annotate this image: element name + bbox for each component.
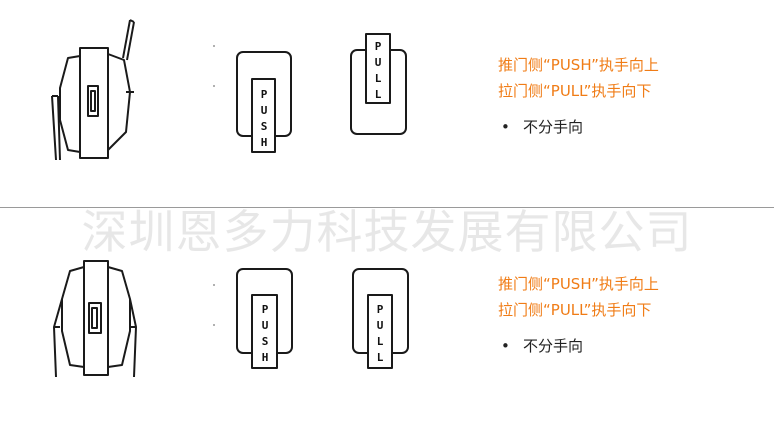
bullet-item: • 不分手向 — [501, 336, 583, 356]
lock-side-view — [51, 19, 135, 161]
dot — [213, 324, 215, 326]
pull-letter: P — [377, 303, 384, 316]
pull-letter: L — [375, 72, 382, 85]
push-letter: S — [261, 120, 268, 133]
push-letter: S — [262, 335, 269, 348]
pull-plate-drawing — [352, 268, 409, 369]
bullet-item: • 不分手向 — [501, 117, 583, 137]
pull-plate-text: P U L L — [377, 303, 384, 364]
lock-diagram-bottom: P U S H P U L L — [53, 260, 409, 378]
bullet-icon: • — [501, 118, 510, 136]
lock-diagram-top: P U S H P U L L — [51, 19, 407, 161]
push-letter: H — [261, 136, 268, 149]
push-letter: U — [261, 104, 268, 117]
panel-bottom: P U S H P U L L 推门侧“PUSH”执手向上 拉门侧“PULL”执… — [0, 219, 774, 437]
lock-front-view — [53, 260, 137, 378]
push-plate-text: P U S H — [262, 303, 269, 364]
pull-letter: U — [375, 56, 382, 69]
pull-letter: L — [377, 335, 384, 348]
push-letter: H — [262, 351, 269, 364]
panel-top: P U S H P U L L 推门侧“PUSH”执手向上 拉门侧“PULL”执… — [0, 0, 774, 218]
pull-letter: L — [377, 351, 384, 364]
push-letter: P — [261, 88, 268, 101]
push-plate-drawing — [236, 268, 293, 369]
pull-plate-text: P U L L — [375, 40, 382, 101]
note-pull-side: 拉门侧“PULL”执手向下 — [498, 301, 652, 319]
push-plate-drawing — [236, 51, 292, 153]
watermark: 深圳恩多力科技发展有限公司 — [81, 205, 693, 259]
pull-plate-drawing — [350, 33, 407, 135]
pull-letter: L — [375, 88, 382, 101]
note-push-side: 推门侧“PUSH”执手向上 — [498, 56, 659, 74]
push-letter: P — [262, 303, 269, 316]
pull-letter: P — [375, 40, 382, 53]
note-pull-side: 拉门侧“PULL”执手向下 — [498, 82, 652, 100]
dot — [213, 284, 215, 286]
note-push-side: 推门侧“PUSH”执手向上 — [498, 275, 659, 293]
bullet-text: 不分手向 — [523, 337, 584, 355]
bullet-text: 不分手向 — [523, 118, 584, 136]
push-letter: U — [262, 319, 269, 332]
dot — [213, 45, 215, 47]
push-plate-text: P U S H — [261, 88, 268, 149]
dot — [213, 85, 215, 87]
pull-letter: U — [377, 319, 384, 332]
bullet-icon: • — [501, 337, 510, 355]
section-divider — [0, 207, 774, 208]
